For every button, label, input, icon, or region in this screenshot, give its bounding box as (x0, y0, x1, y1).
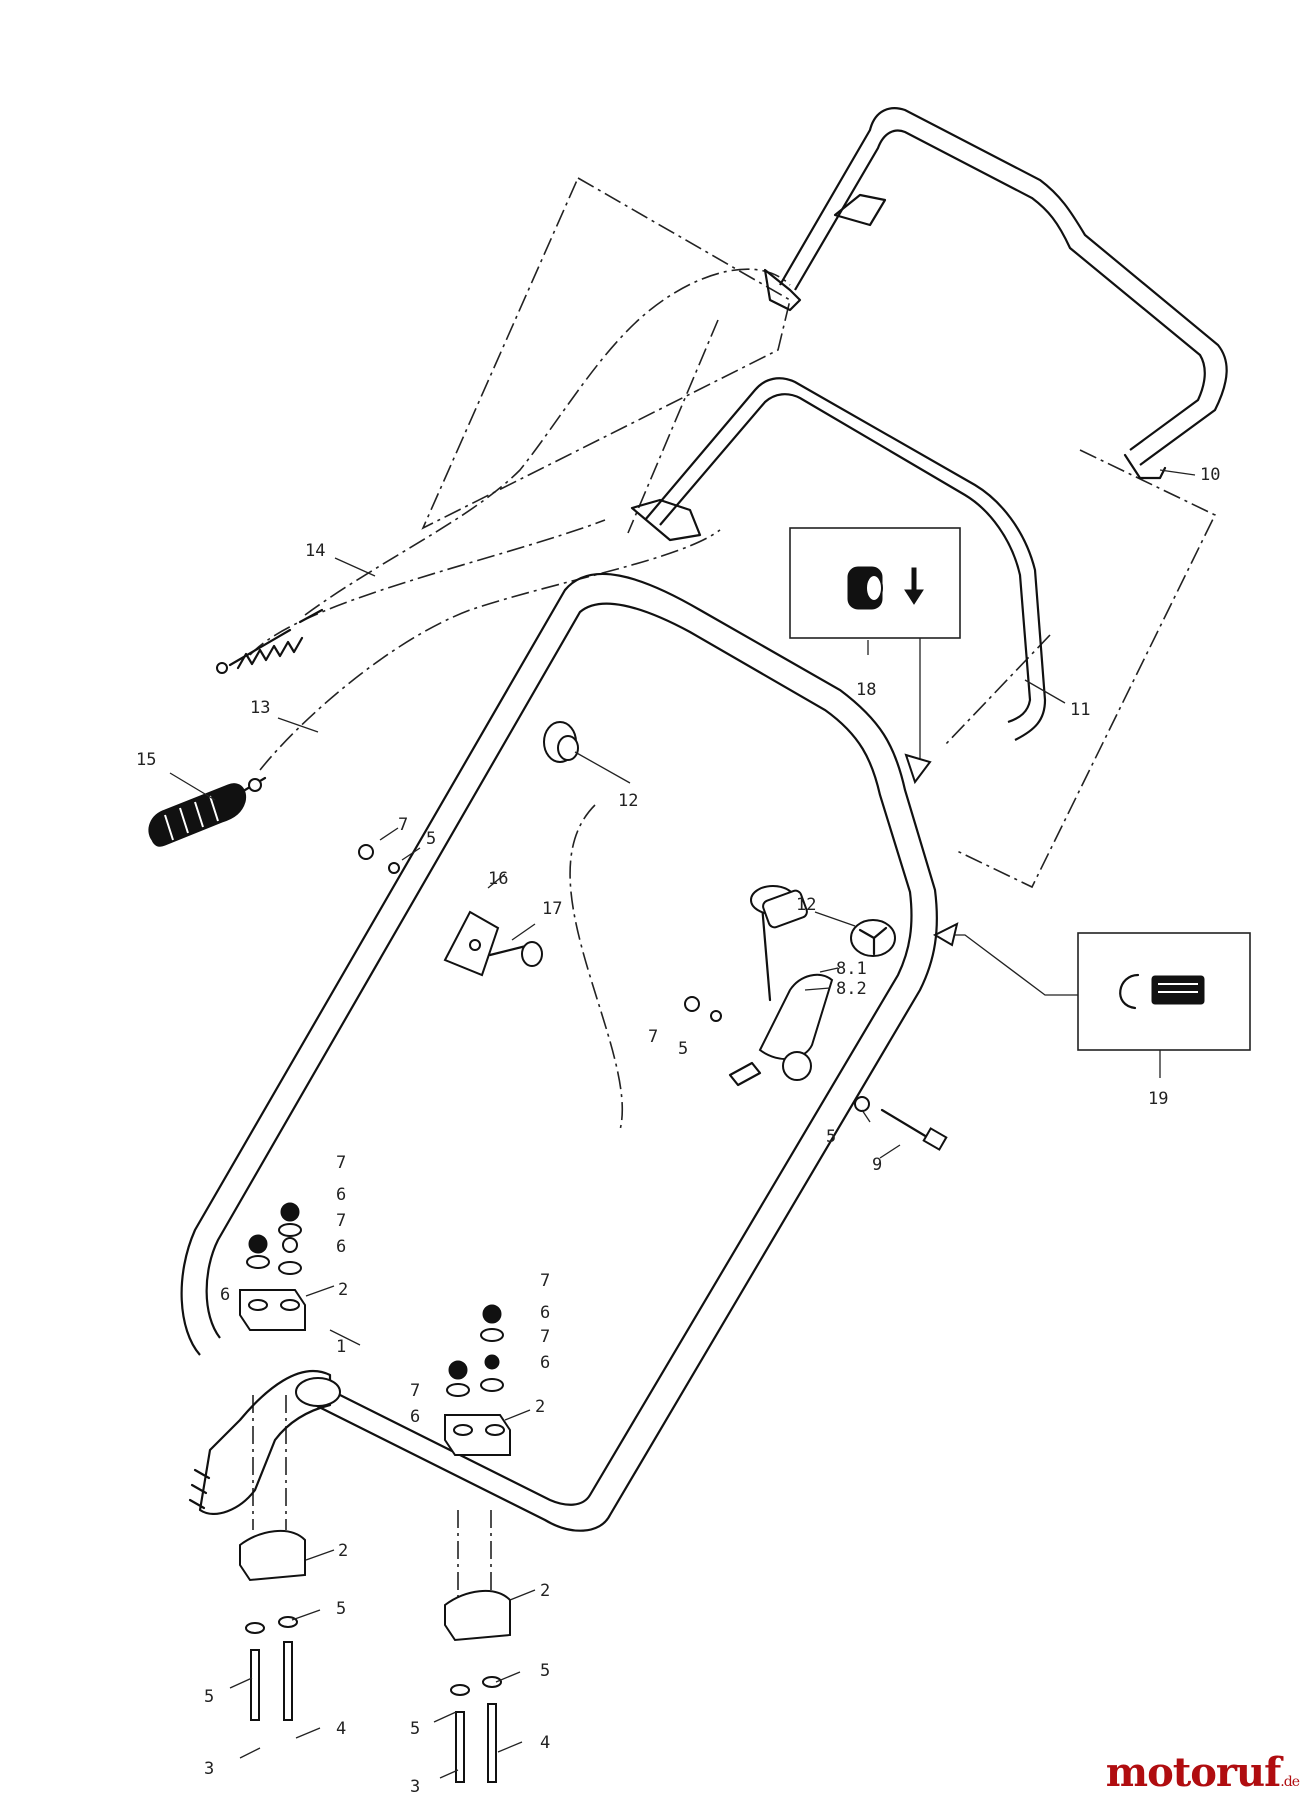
bolt-9 (854, 1096, 948, 1151)
callout-6: 6 (220, 1285, 230, 1305)
callout-18: 18 (856, 680, 876, 700)
callout-5: 5 (540, 1661, 550, 1681)
callout-5: 5 (826, 1127, 836, 1147)
callout-6: 6 (336, 1237, 346, 1257)
callout-2: 2 (535, 1397, 545, 1417)
callout-8-2: 8.2 (836, 979, 867, 999)
upper-handle-hinge (630, 193, 1167, 542)
cable-stop-12-upper (543, 721, 579, 763)
bolt-17 (488, 941, 543, 967)
symbol-box-19 (932, 922, 1251, 1051)
watermark-brand: motoruf (1105, 1749, 1282, 1796)
callout-5: 5 (410, 1719, 420, 1739)
callout-6: 6 (336, 1185, 346, 1205)
upper-handle-10-inner (794, 129, 1206, 451)
callout-8-1: 8.1 (836, 959, 867, 979)
control-cables (259, 268, 791, 771)
callout-7: 7 (398, 815, 408, 835)
callout-7: 7 (648, 1027, 658, 1047)
callout-5: 5 (336, 1599, 346, 1619)
callout-15: 15 (136, 750, 156, 770)
clamp-upper-right (444, 1304, 511, 1456)
upper-handle-11 (644, 377, 1047, 741)
callout-2: 2 (540, 1581, 550, 1601)
callout-labels: 1 2 2 2 2 3 3 4 4 5 5 5 5 5 5 5 6 6 6 6 … (136, 465, 1220, 1797)
watermark-tld: .de (1280, 1774, 1300, 1790)
symbol-box-18 (789, 527, 961, 785)
cable-stop-12-lower (850, 919, 896, 957)
clamp-upper-left (239, 1202, 306, 1331)
callout-6: 6 (410, 1407, 420, 1427)
callout-19: 19 (1148, 1089, 1168, 1109)
callout-13: 13 (250, 698, 270, 718)
callout-2: 2 (338, 1541, 348, 1561)
callout-6: 6 (540, 1353, 550, 1373)
spring-14 (216, 608, 324, 674)
callout-5: 5 (678, 1039, 688, 1059)
cable-clip-16 (443, 910, 500, 977)
callout-9: 9 (872, 1155, 882, 1175)
callout-7: 7 (410, 1381, 420, 1401)
callout-12: 12 (618, 791, 638, 811)
callout-14: 14 (305, 541, 325, 561)
upper-handle-10 (779, 107, 1228, 466)
callout-5: 5 (204, 1687, 214, 1707)
main-handle-frame (180, 572, 938, 1532)
main-handle-frame-inner (205, 602, 913, 1506)
callout-3: 3 (410, 1777, 420, 1797)
cable-13 (259, 529, 721, 771)
callout-16: 16 (488, 869, 508, 889)
callout-1: 1 (336, 1337, 346, 1357)
fasteners-upper (358, 844, 722, 1022)
callout-12: 12 (796, 895, 816, 915)
spring-15 (148, 776, 267, 847)
callout-10: 10 (1200, 465, 1220, 485)
callout-6: 6 (540, 1303, 550, 1323)
throttle-lever (728, 885, 834, 1087)
callout-3: 3 (204, 1759, 214, 1779)
callout-7: 7 (336, 1153, 346, 1173)
handle-base-bracket (188, 1369, 341, 1515)
cable-14 (304, 268, 791, 616)
callout-17: 17 (542, 899, 562, 919)
clamp-lower-left (239, 1529, 306, 1721)
upper-handle-11-inner (659, 393, 1032, 724)
site-watermark: motoruf.de (1105, 1749, 1300, 1796)
callout-7: 7 (336, 1211, 346, 1231)
callout-7: 7 (540, 1327, 550, 1347)
callout-11: 11 (1070, 700, 1090, 720)
callout-4: 4 (540, 1733, 550, 1753)
callout-4: 4 (336, 1719, 346, 1739)
callout-5: 5 (426, 829, 436, 849)
assembly-guide-lines (249, 177, 1217, 1610)
callout-7: 7 (540, 1271, 550, 1291)
callout-2: 2 (338, 1280, 348, 1300)
leader-lines (169, 469, 1196, 1779)
clamp-lower-right (444, 1589, 511, 1783)
